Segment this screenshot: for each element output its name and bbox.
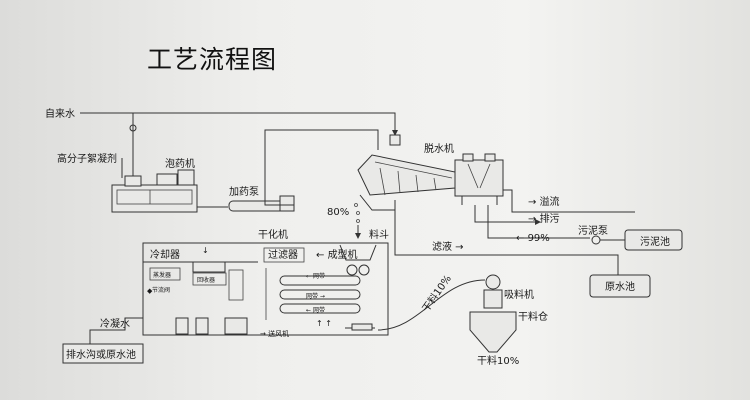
compressor-1 — [175, 317, 189, 335]
throttle-valve-label: 节流阀 — [152, 286, 170, 294]
dryer-outlet-screw — [351, 323, 373, 331]
dewatering-valve — [389, 134, 401, 146]
filter-box — [263, 247, 305, 263]
drop-dot-1 — [354, 203, 358, 207]
dosing-machine-control-box — [156, 173, 178, 186]
compressor-2 — [195, 317, 209, 335]
flocculation-motor-2 — [484, 153, 496, 162]
molding-roller-1 — [346, 264, 358, 276]
moisture-80-label: 80% — [327, 207, 349, 218]
dry-material-label-b: 干料10% — [477, 354, 519, 367]
recovery-unit-label: 回收器 — [197, 276, 215, 284]
condensate-line — [89, 317, 143, 345]
dewatering-outlet-chute — [359, 194, 395, 211]
cooler-arrow-down: ↓ — [202, 246, 209, 255]
flocculation-motor — [462, 153, 474, 162]
flocculation-agitator — [467, 163, 491, 189]
drop-dot-3 — [356, 219, 360, 223]
dosing-machine-label: 泡药机 — [165, 157, 195, 170]
dosing-machine-inner — [116, 189, 193, 205]
sludge-tank-box — [624, 229, 683, 251]
condensate-water-label: 冷凝水 — [100, 317, 130, 330]
hopper-shape — [339, 244, 377, 261]
raw-water-tank-label: 原水池 — [605, 280, 635, 293]
filtrate-label: 滤液 → — [432, 240, 464, 253]
molding-roller-2 — [358, 264, 370, 276]
filter-label: 过滤器 — [268, 248, 298, 261]
dryer-label: 干化机 — [258, 228, 288, 241]
dewatering-machine-label: 脱水机 — [424, 142, 454, 155]
condenser-box — [228, 269, 244, 301]
air-arrows-up: ↑ ↑ — [316, 319, 332, 328]
drain-box — [62, 343, 144, 364]
dewatering-rib-2 — [397, 170, 401, 194]
dewatering-screw-axis — [374, 161, 453, 179]
discharge-line — [474, 205, 541, 225]
overflow-line — [503, 189, 635, 213]
dosing-machine-hopper — [177, 169, 195, 186]
tap-water-valve — [129, 124, 137, 132]
tap-water-label: 自来水 — [45, 107, 75, 120]
dry-material-label-a: 干料10% — [419, 272, 454, 314]
evaporator-label: 蒸发器 — [153, 271, 171, 279]
suction-machine-body — [483, 289, 503, 309]
dewatering-rib-4 — [433, 177, 437, 191]
mesh-belt-2 — [279, 289, 361, 300]
dry-silo-body — [469, 311, 517, 353]
sludge-return-line — [487, 205, 590, 239]
dryer-section: 干化机 料斗 冷却器 ↓ 蒸发器 回收器 节流阀 ◆ 过滤器 ← 成型机 ← 网… — [62, 228, 389, 364]
hopper-label: 料斗 — [369, 228, 389, 241]
evaporator-box — [149, 267, 181, 281]
cooler-unit — [192, 261, 226, 273]
dosing-machine-tank — [111, 184, 198, 213]
sludge-percent-label: ← 99% — [516, 233, 550, 244]
mesh-belt-3-label: ← 网带 — [306, 306, 325, 314]
dry-silo-label: 干料仓 — [518, 310, 548, 323]
drop-dot-2 — [356, 211, 360, 215]
mesh-belt-1 — [279, 275, 361, 286]
fan-unit — [224, 317, 248, 335]
discharge-label: → 排污 — [528, 212, 560, 225]
molding-machine-label: ← 成型机 — [316, 248, 358, 261]
sludge-pump-icon — [591, 235, 601, 245]
dosing-section: 自来水 高分子絮凝剂 泡药机 加药泵 — [45, 107, 398, 213]
sludge-pump-label: 污泥泵 — [578, 224, 608, 237]
suction-machine-label: 吸料机 — [504, 288, 534, 301]
pump-to-dewatering-line — [264, 129, 379, 206]
polymer-flocculant-label: 高分子絮凝剂 — [57, 152, 117, 165]
dewatering-screw-body — [357, 154, 456, 196]
flocculation-tank — [454, 159, 504, 197]
recovery-unit-box — [192, 272, 227, 286]
mesh-belt-3 — [279, 303, 361, 314]
suction-line — [377, 279, 486, 331]
mesh-belt-1-label: ← 网带 — [306, 272, 325, 280]
sludge-tank-label: 污泥池 — [640, 235, 670, 248]
raw-water-tank-box — [589, 274, 651, 298]
dosing-pump-label: 加药泵 — [229, 186, 259, 198]
dry-material-section: 干料10% 吸料机 干料仓 干料10% — [377, 272, 548, 367]
drain-label: 排水沟或原水池 — [66, 348, 136, 361]
mesh-belt-2-label: 网带 → — [306, 292, 325, 300]
cooler-label: 冷却器 — [150, 248, 180, 261]
dewatering-section: 脱水机 → 溢流 → 排污 ← 99% 污泥泵 污泥池 滤液 → 原水池 — [327, 134, 683, 298]
dryer-frame — [142, 242, 389, 336]
overflow-label: → 溢流 — [528, 195, 560, 208]
dewatering-rib-1 — [379, 167, 386, 196]
filtrate-line — [394, 200, 619, 275]
throttle-marker: ◆ — [147, 287, 153, 295]
blower-label: → 送风机 — [260, 329, 289, 338]
dosing-machine-motor — [124, 175, 142, 187]
dosing-pump-motor — [279, 195, 295, 212]
tap-water-line — [80, 112, 398, 136]
page-title: 工艺流程图 — [147, 45, 278, 74]
suction-machine-fan — [485, 274, 501, 290]
dewatering-rib-3 — [415, 174, 419, 193]
